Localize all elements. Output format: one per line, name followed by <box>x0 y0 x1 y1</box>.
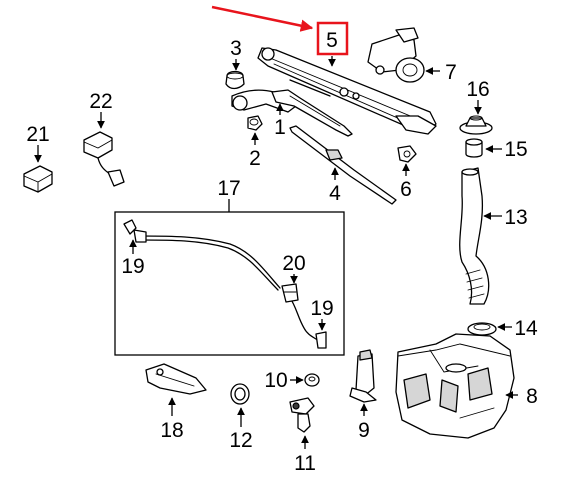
callout-2[interactable]: 2 <box>249 147 261 170</box>
callout-7[interactable]: 7 <box>445 61 457 84</box>
washer-reservoir[interactable] <box>395 333 515 439</box>
hose-connector[interactable] <box>281 283 299 303</box>
reservoir-bracket[interactable] <box>145 363 207 395</box>
callout-10[interactable]: 10 <box>264 369 287 392</box>
callout-9[interactable]: 9 <box>358 419 370 442</box>
callout-19-lower[interactable]: 19 <box>310 297 333 320</box>
filler-cap[interactable] <box>459 115 493 135</box>
wiper-blade[interactable] <box>289 125 397 205</box>
callout-22[interactable]: 22 <box>89 90 112 113</box>
washer-nozzle[interactable] <box>23 165 53 193</box>
callout-16[interactable]: 16 <box>466 78 489 101</box>
pump-grommet[interactable] <box>304 373 320 387</box>
callout-5[interactable]: 5 <box>326 29 338 52</box>
filler-neck[interactable] <box>459 167 490 305</box>
callout-15[interactable]: 15 <box>504 138 527 161</box>
washer-pump[interactable] <box>349 349 377 403</box>
callout-8[interactable]: 8 <box>526 385 538 408</box>
callout-1[interactable]: 1 <box>274 116 286 139</box>
callout-18[interactable]: 18 <box>160 419 183 442</box>
heated-washer-nozzle[interactable] <box>83 131 125 187</box>
neck-seal[interactable] <box>467 322 497 336</box>
hose-assembly-box <box>114 211 345 356</box>
callout-19-upper[interactable]: 19 <box>121 255 144 278</box>
pivot-nut[interactable] <box>247 115 263 131</box>
callout-14[interactable]: 14 <box>514 317 538 340</box>
pump-seal[interactable] <box>230 383 250 405</box>
highlight-arrow <box>211 5 314 32</box>
callout-4[interactable]: 4 <box>329 182 341 205</box>
filler-filter[interactable] <box>465 138 483 158</box>
callout-12[interactable]: 12 <box>229 429 252 452</box>
callout-11[interactable]: 11 <box>294 452 316 475</box>
level-sensor[interactable] <box>289 397 315 433</box>
callout-3[interactable]: 3 <box>230 37 242 60</box>
callout-6[interactable]: 6 <box>400 178 412 201</box>
wiper-motor[interactable] <box>367 27 425 83</box>
arm-cap[interactable] <box>225 70 245 90</box>
highlight-box <box>316 21 349 56</box>
washer-hose[interactable] <box>123 219 327 349</box>
motor-crank[interactable] <box>397 145 417 163</box>
callout-21[interactable]: 21 <box>26 123 49 146</box>
callout-13[interactable]: 13 <box>504 206 527 229</box>
callout-17[interactable]: 17 <box>217 177 240 200</box>
wiper-arm[interactable] <box>271 89 353 137</box>
wiper-linkage-frame[interactable] <box>231 47 437 135</box>
callout-20[interactable]: 20 <box>282 252 305 275</box>
